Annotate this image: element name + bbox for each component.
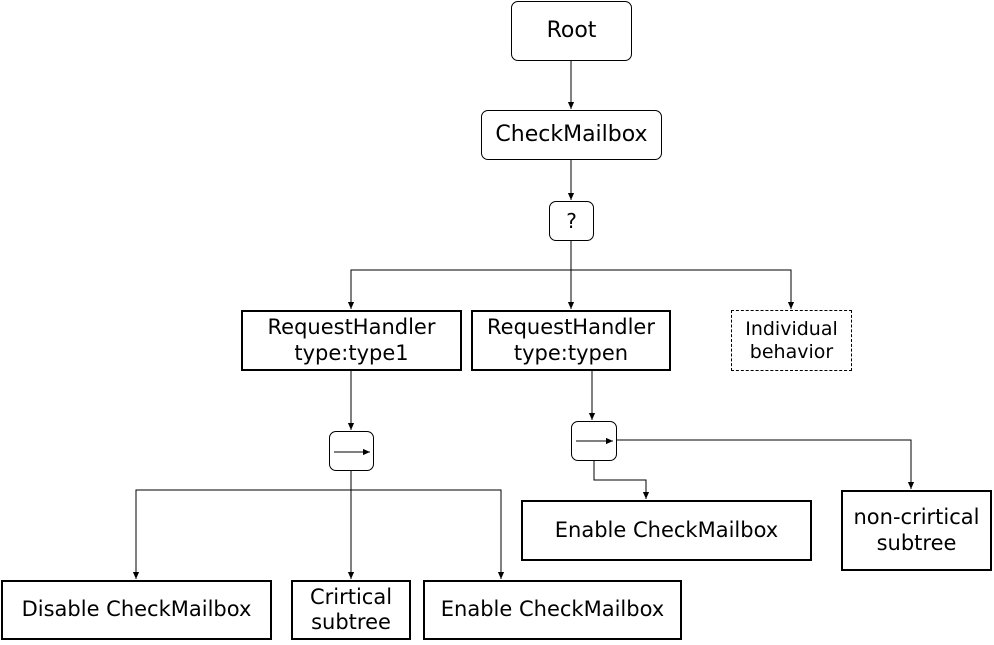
edge-sequence-1-to-enable [351, 489, 505, 579]
root-label: Root [546, 17, 597, 43]
enable-checkmailbox-node-1: Enable CheckMailbox [423, 580, 682, 640]
disable-checkmailbox-label: Disable CheckMailbox [21, 597, 252, 622]
selector-label: ? [566, 209, 577, 233]
critical-subtree-label: Crirtical subtree [309, 584, 393, 634]
root-node: Root [511, 1, 632, 61]
edge-sequence-n-to-enable [593, 461, 650, 499]
individual-behavior-node: Individual behavior [731, 310, 852, 371]
right-arrow-icon [576, 437, 613, 445]
requesthandler-typen-label: RequestHandler type:typen [487, 315, 655, 365]
noncritical-subtree-node: non-crirtical subtree [841, 490, 992, 571]
individual-behavior-label: Individual behavior [745, 317, 838, 363]
right-arrow-icon [334, 448, 370, 456]
enable-checkmailbox-node-2: Enable CheckMailbox [521, 500, 812, 561]
selector-node: ? [549, 201, 594, 241]
enable-checkmailbox-label-1: Enable CheckMailbox [440, 597, 665, 622]
disable-checkmailbox-node: Disable CheckMailbox [1, 580, 272, 640]
requesthandler-typen-node: RequestHandler type:typen [471, 310, 671, 371]
edge-selector-to-requesthandler-1 [347, 241, 572, 309]
edge-selector-to-individual-behavior [571, 269, 795, 309]
checkmailbox-node: CheckMailbox [481, 110, 662, 160]
noncritical-subtree-label: non-crirtical subtree [853, 505, 980, 555]
sequence-node-1 [329, 431, 374, 471]
critical-subtree-node: Crirtical subtree [291, 580, 411, 640]
edge-sequence-1-to-disable [132, 471, 352, 579]
checkmailbox-label: CheckMailbox [495, 121, 648, 147]
enable-checkmailbox-label-2: Enable CheckMailbox [554, 517, 779, 542]
edge-sequence-n-to-noncritical [617, 439, 915, 489]
requesthandler-type1-label: RequestHandler type:type1 [267, 315, 436, 365]
sequence-node-n [571, 421, 617, 461]
requesthandler-type1-node: RequestHandler type:type1 [241, 310, 462, 371]
